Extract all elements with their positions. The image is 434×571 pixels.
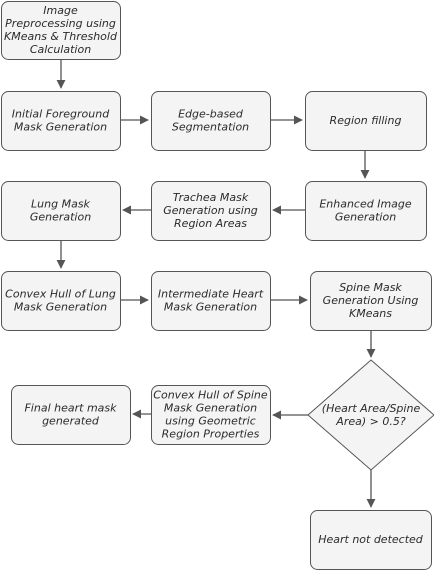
- node-label-line: Edge-based: [178, 108, 244, 121]
- node-label-line: Heart not detected: [318, 533, 424, 546]
- node-label-line: Mask Generation: [14, 301, 107, 314]
- process-box: [151, 271, 271, 331]
- process-box: [310, 271, 432, 331]
- node-label-line: KMeans: [349, 307, 392, 320]
- node-label-line: Mask Generation: [164, 301, 257, 314]
- node-label-line: Final heart mask: [24, 402, 117, 415]
- process-box: [305, 91, 427, 151]
- process-box: [151, 91, 271, 151]
- node-label-line: Enhanced Image: [319, 198, 412, 211]
- node-label-line: Convex Hull of Spine: [153, 389, 268, 402]
- edges: [56, 59, 376, 508]
- node-heart-not-detected: Heart not detected: [310, 510, 432, 570]
- node-label-line: Image: [43, 4, 78, 17]
- decision-diamond: [307, 359, 434, 471]
- node-label-line: Area) > 0.5?: [335, 415, 406, 428]
- process-box: [1, 91, 121, 151]
- process-box: [151, 385, 271, 445]
- node-label-line: Initial Foreground: [12, 108, 110, 121]
- node-label-line: Mask Generation: [164, 402, 257, 415]
- node-label-line: Generation Using: [323, 294, 419, 307]
- node-label-line: Generation using: [163, 204, 258, 217]
- node-label-line: Intermediate Heart: [158, 288, 264, 301]
- node-label-line: Calculation: [30, 43, 91, 56]
- node-label-line: Segmentation: [172, 121, 249, 134]
- node-label-line: Preprocessing using: [5, 17, 116, 30]
- node-label-line: Spine Mask: [339, 281, 402, 294]
- node-label-line: Generation: [335, 211, 396, 224]
- process-box: [305, 181, 427, 241]
- node-label-line: generated: [42, 415, 100, 428]
- process-box: [151, 181, 271, 241]
- node-label-line: KMeans & Threshold: [4, 30, 118, 43]
- process-box: [11, 385, 131, 445]
- node-label-line: (Heart Area/Spine: [322, 402, 421, 415]
- process-box: [1, 181, 121, 241]
- process-box: [1, 271, 121, 331]
- node-label-line: Lung Mask: [31, 198, 91, 211]
- node-label-line: Mask Generation: [14, 121, 107, 134]
- node-label-line: Trachea Mask: [173, 191, 249, 204]
- node-label-line: Region Areas: [174, 217, 247, 230]
- node-label-line: Generation: [30, 211, 91, 224]
- node-label-line: Convex Hull of Lung: [5, 288, 116, 301]
- process-box: [1, 1, 121, 60]
- process-box: [310, 510, 432, 570]
- node-label-line: Region Properties: [162, 428, 260, 441]
- node-label-line: using Geometric: [165, 415, 256, 428]
- node-region-filling: Region filling: [305, 91, 427, 151]
- node-label-line: Region filling: [330, 114, 402, 127]
